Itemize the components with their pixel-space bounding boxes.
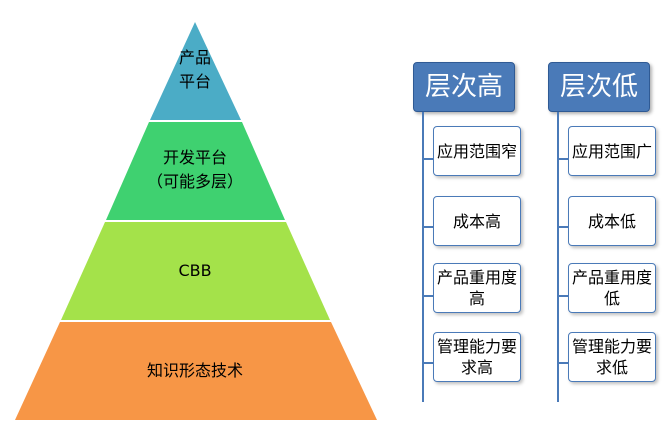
column-high-item-4: 管理能力要求高 <box>433 332 521 382</box>
column-low-item-3: 产品重用度低 <box>568 263 656 313</box>
connector <box>422 295 433 297</box>
connector <box>422 158 433 160</box>
column-high-item-3: 产品重用度高 <box>433 263 521 313</box>
connector <box>422 362 433 364</box>
pyramid-tier-3-label: CBB <box>178 261 212 280</box>
pyramid-tier-2-label: 开发平台 （可能多层） <box>146 148 243 191</box>
column-low-item-1: 应用范围广 <box>568 126 656 176</box>
column-high-item-2: 成本高 <box>433 196 521 246</box>
column-low-connector <box>557 112 559 402</box>
pyramid-diagram <box>15 22 377 420</box>
column-high-connector <box>422 112 424 402</box>
connector <box>557 362 568 364</box>
column-low-item-2: 成本低 <box>568 196 656 246</box>
pyramid-tier-4-shape <box>15 322 377 420</box>
connector <box>422 226 433 228</box>
column-high-item-1: 应用范围窄 <box>433 126 521 176</box>
pyramid-tier-3-shape <box>61 222 330 320</box>
column-high-header: 层次高 <box>413 62 515 112</box>
pyramid-tier-1-shape <box>150 22 241 120</box>
connector <box>557 226 568 228</box>
column-high: 层次高 应用范围窄 成本高 产品重用度高 管理能力要求高 <box>413 62 525 402</box>
column-low-header: 层次低 <box>548 62 650 112</box>
pyramid-tier-2-shape <box>106 122 285 220</box>
pyramid-tier-1-label: 产品 平台 <box>178 48 211 91</box>
column-low: 层次低 应用范围广 成本低 产品重用度低 管理能力要求低 <box>548 62 660 402</box>
column-low-item-4: 管理能力要求低 <box>568 332 656 382</box>
connector <box>557 295 568 297</box>
connector <box>557 158 568 160</box>
pyramid-tier-4-label: 知识形态技术 <box>146 361 243 380</box>
